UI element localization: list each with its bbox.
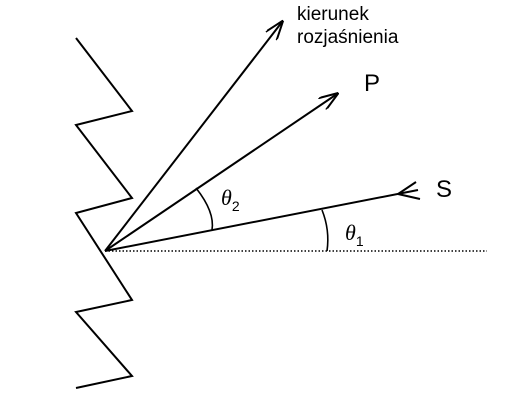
label-theta2: θ2 [221, 185, 240, 214]
zigzag-surface [74, 37, 134, 389]
theta1-symbol: θ [345, 220, 356, 245]
ray-s [104, 189, 419, 252]
theta1-arc [321, 209, 329, 252]
label-theta1: θ1 [345, 220, 364, 249]
blaze-direction-arrow [104, 22, 282, 252]
label-direction-line2: rozjaśnienia [297, 27, 399, 48]
theta1-subscript: 1 [356, 233, 364, 249]
label-s: S [436, 176, 452, 203]
label-direction-line1: kierunek [297, 4, 369, 25]
theta2-subscript: 2 [232, 198, 240, 214]
ray-p [104, 94, 337, 252]
theta2-arc [195, 187, 214, 231]
theta2-symbol: θ [221, 185, 232, 210]
ray-s-arrowhead [395, 181, 421, 200]
label-p: P [364, 70, 380, 97]
